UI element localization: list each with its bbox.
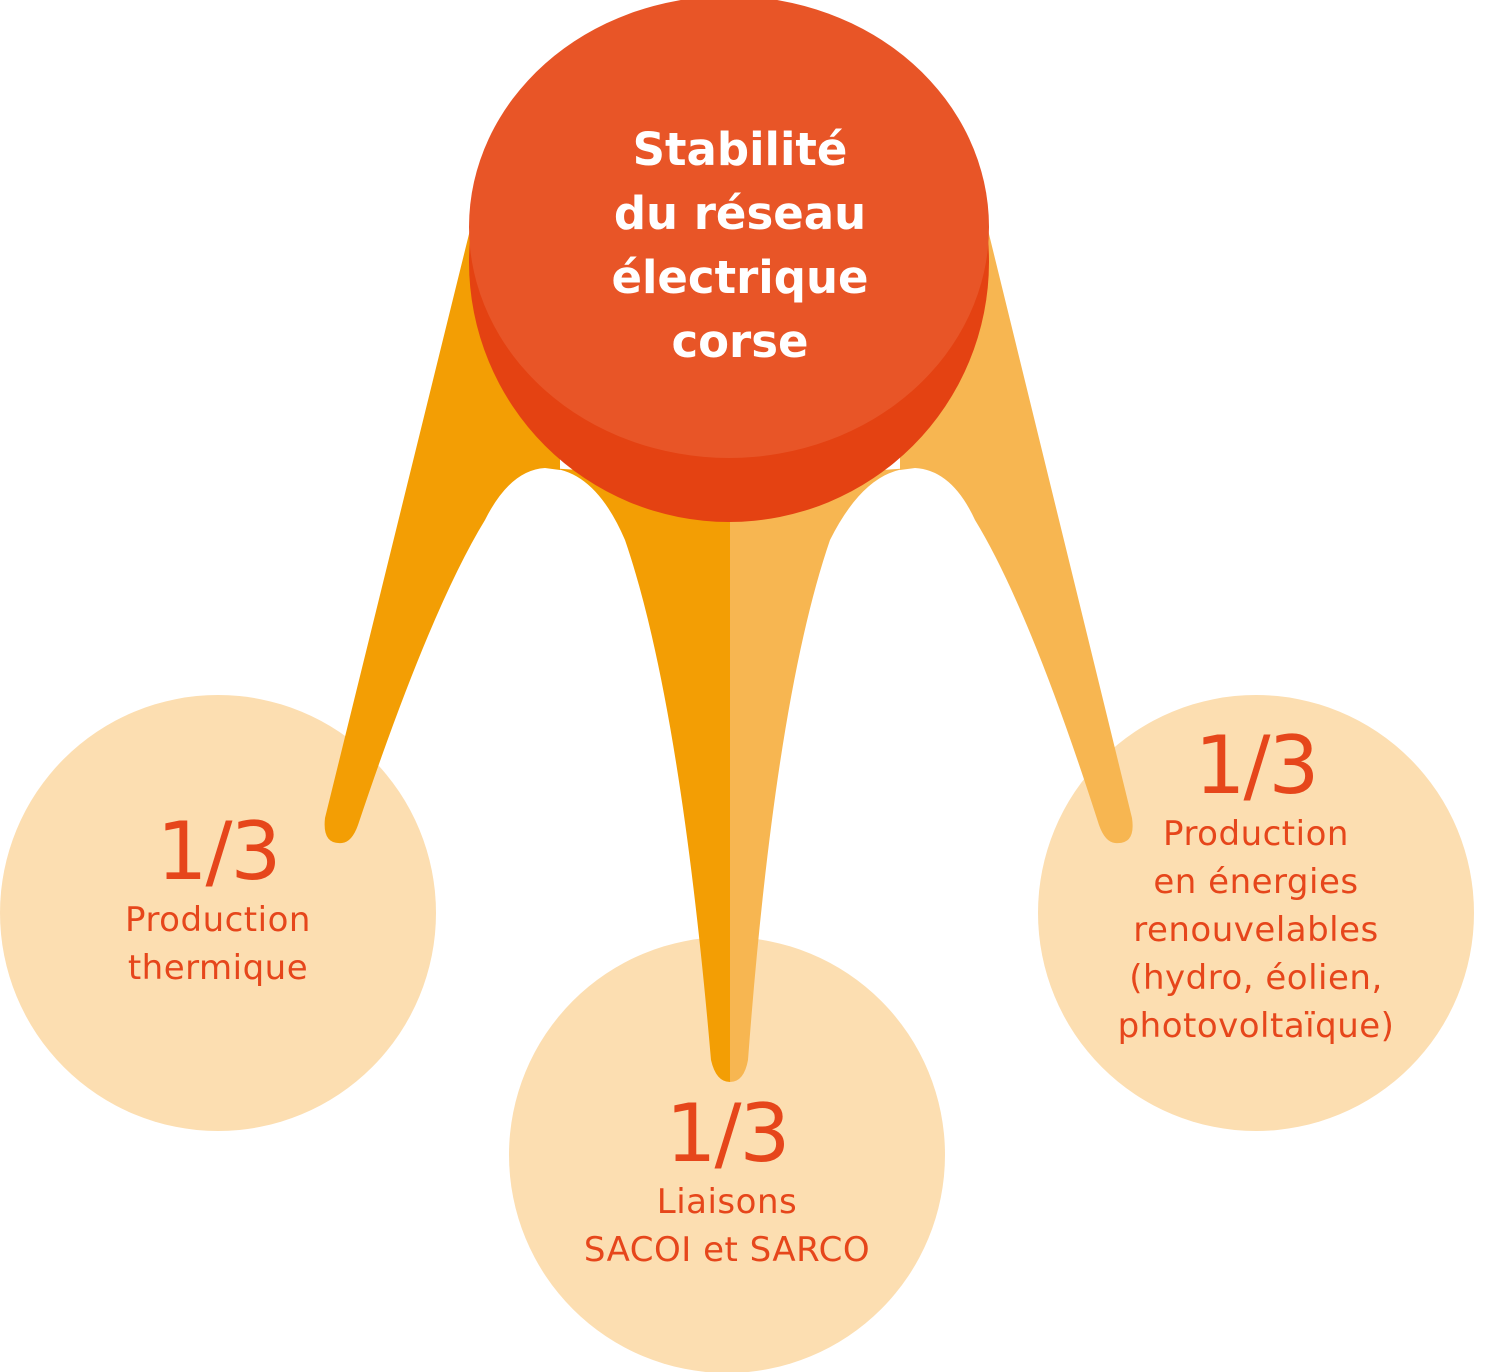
center-title-line-4: corse	[671, 315, 809, 368]
node-label-line: thermique	[127, 948, 309, 988]
node-fraction: 1/3	[156, 805, 282, 898]
node-label-line: en énergies	[1153, 862, 1359, 902]
center-disc-top	[469, 0, 989, 458]
node-fraction: 1/3	[665, 1087, 791, 1180]
center-title-line-2: du réseau	[613, 187, 867, 240]
node-label-line: photovoltaïque)	[1117, 1006, 1395, 1046]
center-title: Stabilité du réseau électrique corse	[540, 118, 940, 374]
node-label-line: renouvelables	[1133, 910, 1379, 950]
node-label-line: Liaisons	[656, 1182, 798, 1222]
center-title-line-1: Stabilité	[632, 123, 848, 176]
node-liaisons: 1/3 Liaisons SACOI et SARCO	[557, 1090, 897, 1274]
node-circle-renouvelables	[1038, 695, 1474, 1131]
node-label-line: Production	[1163, 814, 1349, 854]
node-label-line: (hydro, éolien,	[1129, 958, 1383, 998]
node-label-line: Production	[125, 900, 311, 940]
node-production-renouvelables: 1/3 Production en énergies renouvelables…	[1076, 722, 1436, 1050]
center-disc	[469, 0, 989, 522]
node-circle-thermique	[0, 695, 436, 1131]
leg-middle-left	[548, 468, 730, 1082]
leg-middle-right	[730, 468, 912, 1082]
node-circle-liaisons	[509, 937, 945, 1372]
node-fraction: 1/3	[1194, 719, 1320, 812]
node-label-line: SACOI et SARCO	[583, 1230, 871, 1270]
node-production-thermique: 1/3 Production thermique	[48, 808, 388, 992]
center-title-line-3: électrique	[611, 251, 869, 304]
